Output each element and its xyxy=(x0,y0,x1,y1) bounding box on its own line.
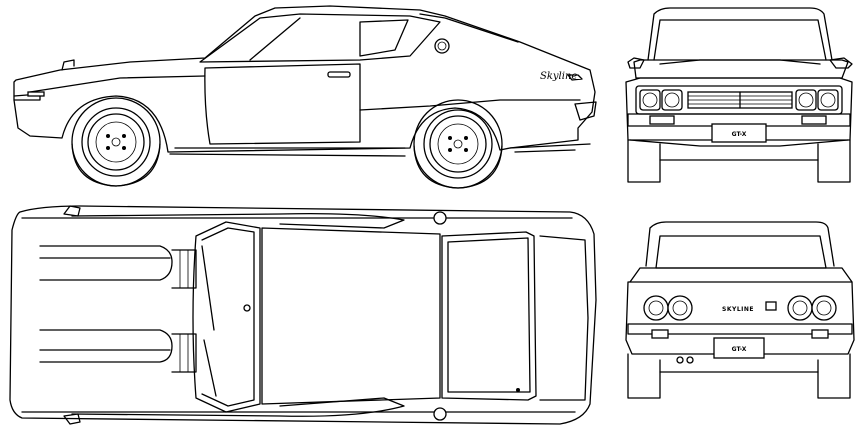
trunk-lock xyxy=(765,301,777,311)
exhaust-right xyxy=(686,356,694,364)
rear-bumper xyxy=(574,101,597,121)
top-mirror-left xyxy=(63,205,81,217)
front-bumper xyxy=(13,93,41,101)
front-indicator-left xyxy=(649,115,675,125)
rear-plate xyxy=(713,337,765,359)
front-mirror-left xyxy=(627,57,645,69)
side-marker xyxy=(27,91,45,97)
rear-badge: SKYLINE xyxy=(722,306,754,313)
rear-view: SKYLINE GT-X xyxy=(625,221,855,399)
front-tire-right xyxy=(817,139,851,183)
front-headlights xyxy=(639,89,839,111)
rear-plate-text: GT-X xyxy=(732,346,747,353)
top-antenna xyxy=(243,304,251,312)
rear-window xyxy=(655,235,827,269)
front-plate xyxy=(711,123,767,143)
front-bumper-view xyxy=(627,113,851,127)
side-quarter-window xyxy=(359,19,409,57)
side-door xyxy=(204,63,361,145)
front-view: GT-X xyxy=(625,7,853,183)
door-handle xyxy=(327,71,351,78)
top-body-outline xyxy=(9,205,597,425)
front-roof xyxy=(647,7,833,61)
top-mirror-right xyxy=(63,413,81,425)
side-body-outline xyxy=(13,5,596,153)
front-hood xyxy=(633,59,849,79)
rear-roof xyxy=(645,221,835,267)
rear-tire-right xyxy=(817,353,851,399)
rear-bumper-view xyxy=(627,323,853,335)
top-roof xyxy=(261,227,441,405)
front-wheel xyxy=(71,97,161,187)
front-plate-text: GT-X xyxy=(732,131,747,138)
top-hood-vents xyxy=(39,245,197,373)
top-fuel-cap xyxy=(433,211,447,225)
rear-tire-left xyxy=(627,353,661,399)
front-indicator-right xyxy=(801,115,827,125)
side-script-badge: Skyline xyxy=(540,71,577,82)
top-view xyxy=(9,205,597,425)
rear-wheel xyxy=(413,99,503,189)
rear-taillights xyxy=(643,295,837,321)
side-window-frame xyxy=(199,13,441,63)
top-windshield xyxy=(192,221,261,413)
top-rear-window xyxy=(441,231,537,401)
side-view: Skyline xyxy=(13,5,597,189)
exhaust-left xyxy=(676,356,684,364)
front-mirror-right xyxy=(829,57,853,69)
front-grille-bars xyxy=(687,91,793,109)
front-tire-left xyxy=(627,139,661,183)
fuel-cap xyxy=(434,38,450,54)
rear-body xyxy=(625,281,855,355)
